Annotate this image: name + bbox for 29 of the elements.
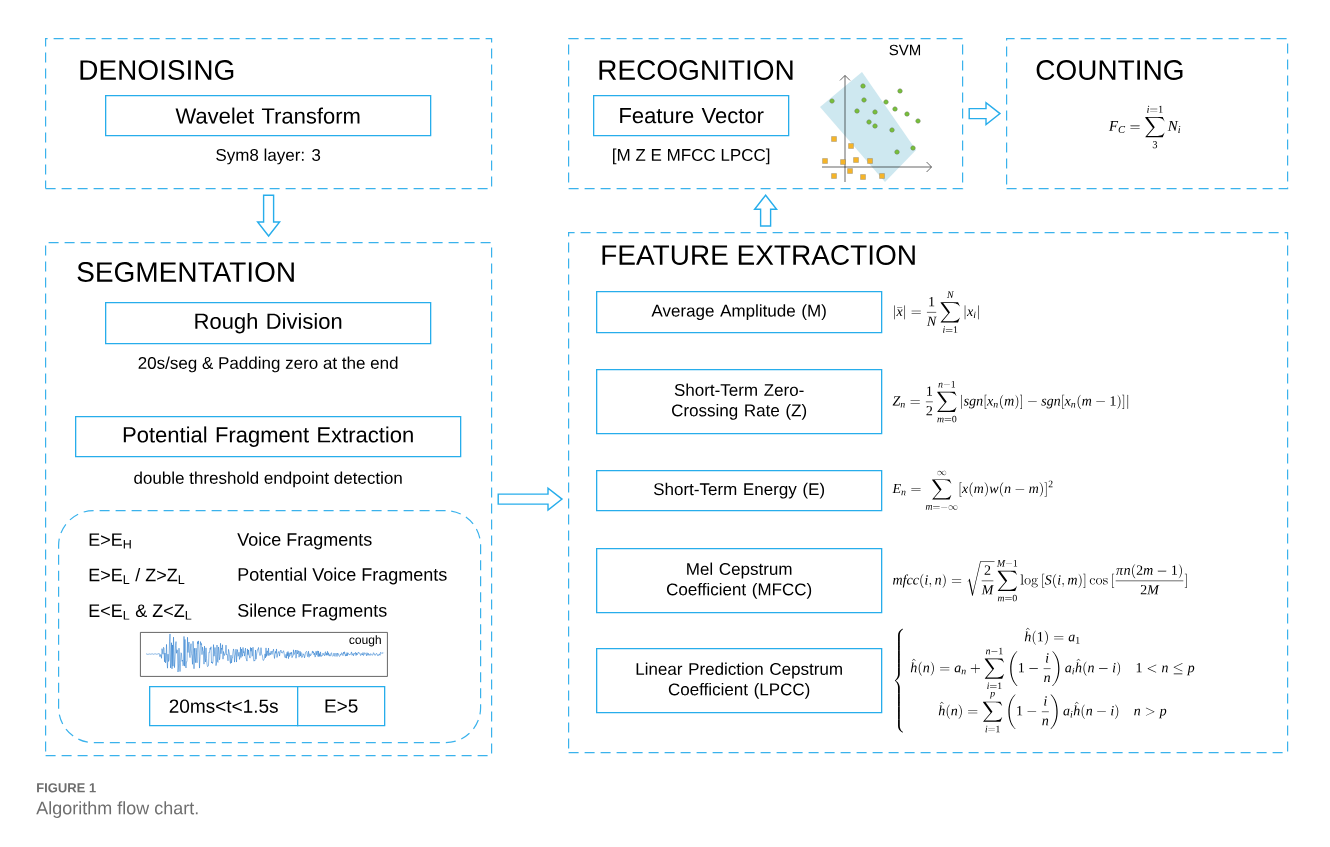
block-arrow xyxy=(497,486,564,512)
node-label: $\left\{\begin{array}{c}\displaystyle\hat{h}(1) = a_1\\ \displaystyle\hat{h}(n) = a_n + \sum_{i=1}^{n-1}\left(1-\frac{i}{n}\right)a_i\hat{h}(n-i)\quad 1<n\le p\\ \displaystyle\hat{h}(n) = \sum_{i=1}^{p}\left(1-\frac{i}{n}\right)a_i\hat{h}(n-i)\quad n>p\end{array}\right.$ xyxy=(894,627,1195,733)
block-arrow xyxy=(753,194,779,227)
node-label: 20s/seg & Padding zero at the end xyxy=(138,356,398,373)
waveform-plot: cough xyxy=(140,632,388,677)
process-box: Short-Term Zero-Crossing Rate (Z) $Z_n = \frac{1}{2}\sum_{m=0}^{n-1}|sgn[x_n(m)] - sgn[x_n(m-1)]|$ xyxy=(596,369,1129,435)
process-box: Average Amplitude (M) $|\bar{x}| = \frac{1}{N}\sum_{i=1}^{N}|x_i|$ xyxy=(596,291,979,334)
svm-label: SVM xyxy=(889,44,921,56)
threshold-cell: E>5 xyxy=(297,686,386,727)
node-label: $E_n = \sum_{m=-\infty}^{\infty}[x(m)w(n-m)]^2$ xyxy=(892,470,1053,510)
process-box: Mel Cepstrum Coefficient (MFCC) $mfcc(i,n) = \sqrt{\frac{2}{M}}\sum_{m=0}^{M-1}\log\,[S(i,m)]\cos\,[\frac{\pi n(2m-1)}{2M}]$ xyxy=(596,548,1187,614)
process-box: Short-Term Energy (E) $E_n = \sum_{m=-\infty}^{\infty}[x(m)w(n-m)]^2$ xyxy=(596,470,1053,512)
node-label: [M Z E MFCC LPCC] xyxy=(613,148,770,165)
node-label: double threshold endpoint detection xyxy=(134,471,402,488)
figure-number: FIGURE 1 xyxy=(37,783,96,793)
block-arrow xyxy=(968,101,1002,127)
node-label: $mfcc(i,n) = \sqrt{\frac{2}{M}}\sum_{m=0}^{M-1}\log\,[S(i,m)]\cos\,[\frac{\pi n(2m-1)}{2M}]$ xyxy=(893,559,1187,602)
node-label: $Z_n = \frac{1}{2}\sum_{m=0}^{n-1}|sgn[x_n(m)] - sgn[x_n(m-1)]|$ xyxy=(892,380,1129,423)
caption: Algorithm flow chart. xyxy=(36,801,198,818)
threshold-cell: 20ms<t<1.5s xyxy=(149,686,299,727)
process-box: Potential Fragment Extraction double threshold endpoint detection xyxy=(75,416,462,488)
process-box: Rough Division 20s/seg & Padding zero at the end xyxy=(105,302,432,373)
dashed-section-box: COUNTING $F_C = \sum_{3}^{i=1} N_i$ xyxy=(1006,38,1289,190)
node-label: $|\bar{x}| = \frac{1}{N}\sum_{i=1}^{N}|x_i|$ xyxy=(894,291,979,333)
block-arrow xyxy=(256,194,282,238)
process-box: Wavelet Transform Sym8 layer: 3 xyxy=(105,95,432,165)
node-label: Sym8 layer: 3 xyxy=(216,148,321,165)
process-box: Linear Prediction Cepstrum Coefficient (LPCC) $\left\{\begin{array}{c}\displaystyle\hat{h}(1) = a_1\\ \displaystyle\hat{h}(n) = a_n + \sum_{i=1}^{n-1}\left(1-\frac{i}{n}\right)a_i\hat{h}(n-i)\quad 1<n\le p\\ \displaystyle\hat{h}(n) = \sum_{i=1}^{p}\left(1-\frac{i}{n}\right)a_i\hat{h}(n-i)\quad n>p\end{array}\right.$ xyxy=(596,627,1195,733)
process-box: Feature Vector [M Z E MFCC LPCC] xyxy=(593,95,790,165)
